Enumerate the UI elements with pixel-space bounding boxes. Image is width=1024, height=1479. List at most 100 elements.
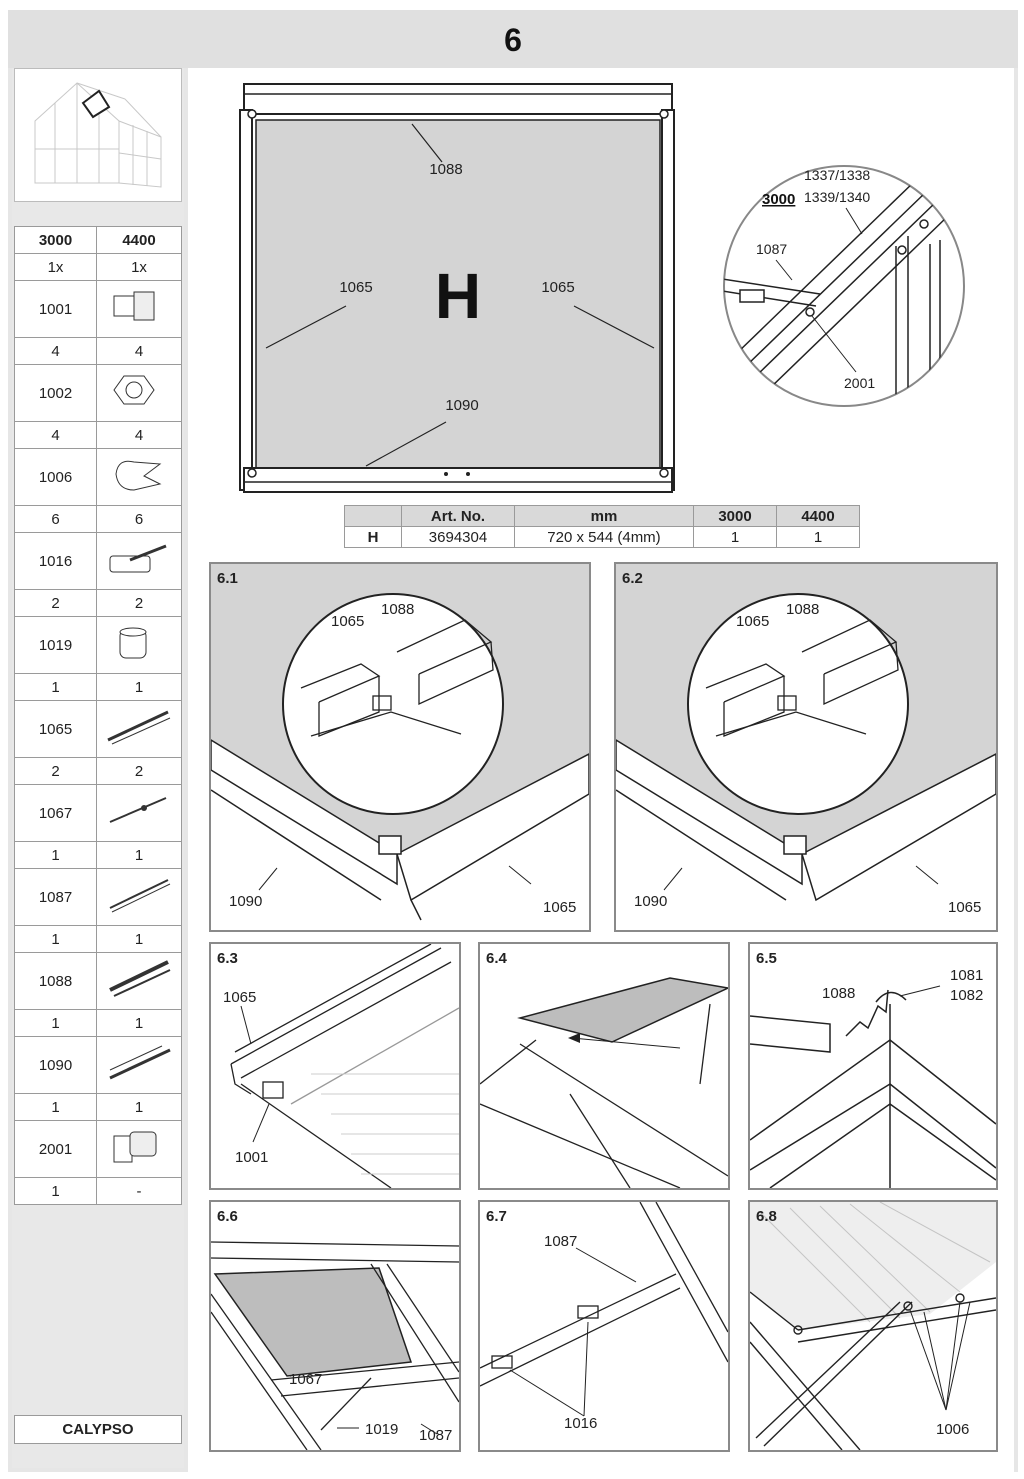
- spec-header-blank: [344, 505, 402, 527]
- greenhouse-thumbnail: [14, 68, 182, 202]
- parts-row: 1065: [14, 700, 182, 758]
- step-6-6-panel: 6.6 1067 1019 1087: [209, 1200, 461, 1452]
- parts-row: 1001: [14, 280, 182, 338]
- parts-row: 2001: [14, 1120, 182, 1178]
- detail-parts-a: 1337/1338: [804, 167, 870, 183]
- step-6-2-label-b: 1088: [786, 601, 819, 618]
- step-6-7-label-b: 1016: [564, 1415, 597, 1432]
- step-6-4-panel: 6.4: [478, 942, 730, 1190]
- part-qty-4400: 2: [96, 757, 182, 785]
- part-number: 1019: [14, 616, 97, 674]
- step-6-6-label-b: 1019: [365, 1421, 398, 1438]
- top-rail-icon: [109, 960, 171, 997]
- detail-model: 3000: [762, 191, 795, 208]
- spec-cell-artno: 3694304: [401, 526, 515, 548]
- step-6-8-illustration: 1006: [750, 1202, 996, 1450]
- sleeve-icon: [119, 627, 147, 659]
- greenhouse-icon: [34, 82, 162, 188]
- step-6-5-label-a: 1088: [822, 985, 855, 1002]
- step-6-1-label-b: 1088: [381, 601, 414, 618]
- label-top: 1088: [429, 161, 462, 178]
- part-qty-4400: 1: [96, 1093, 182, 1121]
- window-stay-icon: [109, 797, 167, 823]
- step-6-5-label: 6.5: [756, 950, 777, 967]
- part-qty-3000: 1: [14, 673, 97, 701]
- step-6-8-label: 6.8: [756, 1208, 777, 1225]
- part-number: 1065: [14, 700, 97, 758]
- parts-row: 1002: [14, 364, 182, 422]
- parts-row: 1016: [14, 532, 182, 590]
- part-qty-3000: 2: [14, 757, 97, 785]
- kit-qty-4400: 1x: [96, 253, 182, 281]
- step-6-6-label-c: 1087: [419, 1427, 452, 1444]
- part-number: 2001: [14, 1120, 97, 1178]
- parts-row: 1090: [14, 1036, 182, 1094]
- step-6-5-label-c: 1082: [950, 987, 983, 1004]
- flat-bar-icon: [109, 879, 171, 913]
- part-qty-4400: 4: [96, 421, 182, 449]
- detail-bar-label: 1087: [756, 241, 787, 257]
- spec-header-3000: 3000: [693, 505, 777, 527]
- part-qty-4400: 6: [96, 505, 182, 533]
- part-qty-4400: 2: [96, 589, 182, 617]
- profile-rail-icon: [107, 710, 171, 745]
- part-qty-4400: 1: [96, 841, 182, 869]
- step-6-7-label: 6.7: [486, 1208, 507, 1225]
- step-6-6-illustration: 1067 1019 1087: [211, 1241, 459, 1450]
- part-number: 1090: [14, 1036, 97, 1094]
- parts-row: 1088: [14, 952, 182, 1010]
- spec-header-mm: mm: [514, 505, 694, 527]
- step-6-2-label-c: 1090: [634, 893, 667, 910]
- step-6-2-illustration: 1065 1088 1090 1065: [616, 564, 996, 916]
- detail-parts-b: 1339/1340: [804, 189, 870, 205]
- step-6-7-panel: 6.7 1087 1016: [478, 1200, 730, 1452]
- parts-row: 1019: [14, 616, 182, 674]
- step-6-1-panel: 6.1 1065 1088 1090 1065: [209, 562, 591, 932]
- parts-header-3000: 3000: [14, 226, 97, 254]
- step-6-2-panel: 6.2 1065 1088 1090 1065: [614, 562, 998, 932]
- part-qty-4400: 4: [96, 337, 182, 365]
- label-left: 1065: [339, 279, 372, 296]
- part-qty-4400: -: [96, 1177, 182, 1205]
- step-6-1-label: 6.1: [217, 570, 238, 587]
- part-number: 1016: [14, 532, 97, 590]
- step-6-8-panel: 6.8 1006: [748, 1200, 998, 1452]
- part-number: 1006: [14, 448, 97, 506]
- part-qty-3000: 1: [14, 841, 97, 869]
- hex-nut-icon: [113, 375, 155, 405]
- part-number: 1001: [14, 280, 97, 338]
- step-6-6-label: 6.6: [217, 1208, 238, 1225]
- part-qty-4400: 1: [96, 1009, 182, 1037]
- step-6-5-label-b: 1081: [950, 967, 983, 984]
- spec-cell-mm: 720 x 544 (4mm): [514, 526, 694, 548]
- step-6-5-illustration: 1088 1081 1082: [750, 967, 996, 1188]
- step-6-2-label: 6.2: [622, 570, 643, 587]
- step-number: 6: [504, 22, 522, 58]
- step-6-2-label-d: 1065: [948, 899, 981, 916]
- step-6-6-label-a: 1067: [289, 1371, 322, 1388]
- part-number: 1087: [14, 868, 97, 926]
- spec-header-artno: Art. No.: [401, 505, 515, 527]
- page-header: 6: [8, 10, 1018, 68]
- parts-row: 1006: [14, 448, 182, 506]
- part-qty-4400: 1: [96, 673, 182, 701]
- part-qty-3000: 1: [14, 1009, 97, 1037]
- part-qty-3000: 4: [14, 337, 97, 365]
- detail-bolt-label: 2001: [844, 375, 875, 391]
- part-number: 1002: [14, 364, 97, 422]
- bottom-rail-icon: [109, 1045, 171, 1080]
- step-6-7-illustration: 1087 1016: [480, 1202, 728, 1432]
- step-6-7-label-a: 1087: [544, 1233, 577, 1250]
- end-cap-icon: [113, 1131, 157, 1163]
- step-6-3-illustration: 1065 1001: [223, 944, 459, 1188]
- part-qty-3000: 2: [14, 589, 97, 617]
- parts-qty-row: 1-: [14, 1177, 182, 1205]
- step-6-1-label-a: 1065: [331, 613, 364, 630]
